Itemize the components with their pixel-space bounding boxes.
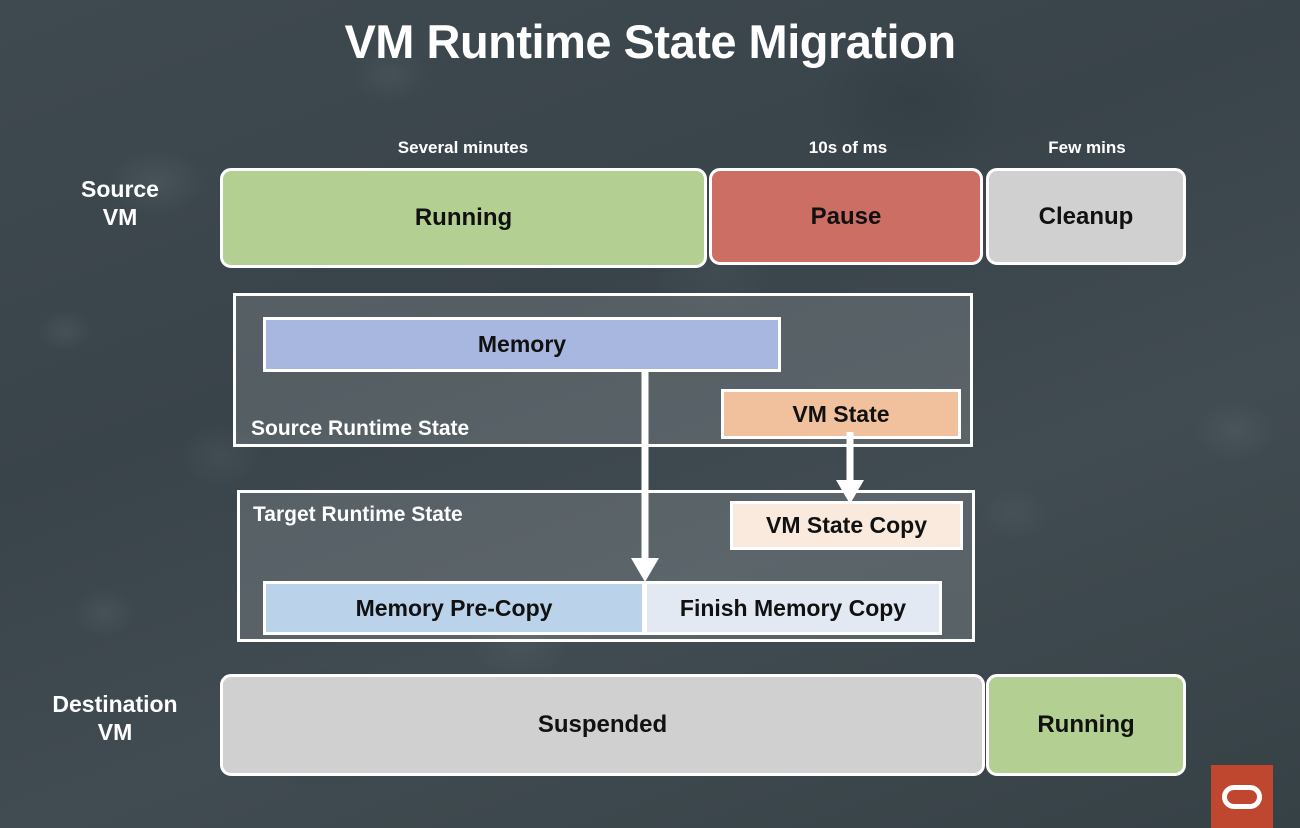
source-state-running[interactable]: Running [220,168,707,268]
row-label-source-vm-line2: VM [102,204,138,231]
row-label-destination-vm-line1: Destination [52,691,178,717]
caption-few-mins: Few mins [1048,138,1126,157]
source-runtime-state-label: Source Runtime State [251,417,470,440]
target-runtime-state-label: Target Runtime State [253,503,463,526]
destination-state-suspended[interactable]: Suspended [220,674,985,776]
source-memory-block[interactable]: Memory [263,317,781,372]
target-finish-memory-copy-block[interactable]: Finish Memory Copy [644,581,942,635]
target-memory-precopy-block[interactable]: Memory Pre-Copy [263,581,645,635]
row-label-destination-vm-line2: VM [97,719,133,746]
memory-to-memory-copy-arrow [631,370,659,582]
target-vm-state-copy-block[interactable]: VM State Copy [730,501,963,550]
source-state-pause[interactable]: Pause [709,168,983,265]
row-label-destination-vm: Destination VM [10,690,220,746]
row-label-source-vm: Source VM [30,175,210,231]
page-title: VM Runtime State Migration [344,15,956,68]
caption-several-minutes: Several minutes [397,138,529,157]
oracle-logo [1211,765,1273,828]
source-state-cleanup[interactable]: Cleanup [986,168,1186,265]
vm-state-to-vm-state-copy-arrow [836,432,864,504]
source-vm-state-block[interactable]: VM State [721,389,961,439]
row-label-source-vm-line1: Source [81,176,159,202]
destination-state-running[interactable]: Running [986,674,1186,776]
oracle-logo-mark-icon [1222,784,1262,809]
caption-10s-of-ms: 10s of ms [808,138,888,157]
